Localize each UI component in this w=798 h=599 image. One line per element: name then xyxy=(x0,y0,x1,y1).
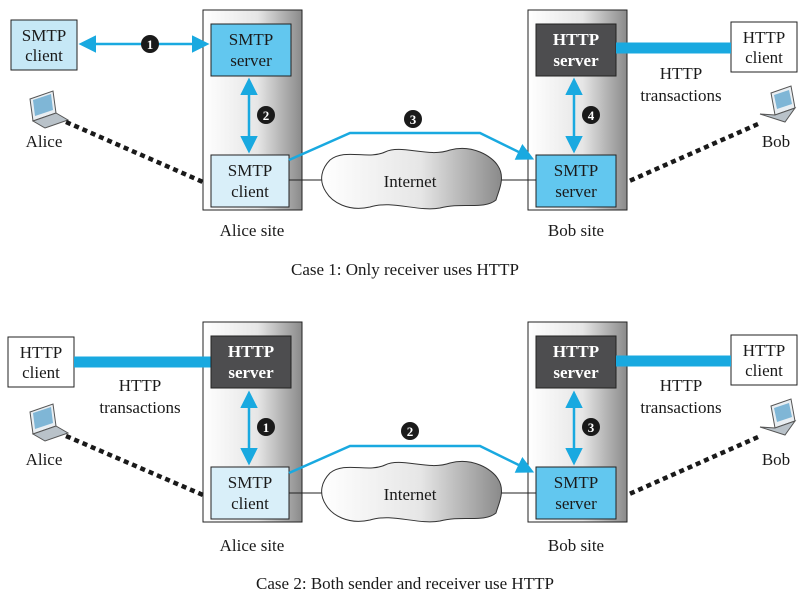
step-badge-2: 2 xyxy=(257,106,275,124)
bob-laptop-icon xyxy=(759,85,797,123)
svg-text:client: client xyxy=(22,363,60,382)
svg-text:client: client xyxy=(745,48,783,67)
svg-text:client: client xyxy=(231,494,269,513)
step-badge-4: 4 xyxy=(582,106,600,124)
alice-http-server-box: HTTP server xyxy=(210,335,292,389)
bob-label: Bob xyxy=(762,132,790,151)
step-badge-1: 1 xyxy=(141,35,159,53)
svg-text:HTTP: HTTP xyxy=(743,341,786,360)
svg-text:2: 2 xyxy=(263,108,270,123)
bob-http-server-box-2: HTTP server xyxy=(535,335,617,389)
internet-label: Internet xyxy=(384,172,437,191)
bob-dotted-link xyxy=(626,121,759,185)
svg-text:server: server xyxy=(555,182,597,201)
alice-site-label-2: Alice site xyxy=(220,536,285,555)
bob-label-2: Bob xyxy=(762,450,790,469)
alice-label: Alice xyxy=(26,132,63,151)
svg-text:1: 1 xyxy=(147,37,154,52)
alice-laptop-icon xyxy=(29,90,70,129)
svg-text:transactions: transactions xyxy=(99,398,180,417)
case2-caption: Case 2: Both sender and receiver use HTT… xyxy=(256,574,554,593)
svg-text:transactions: transactions xyxy=(640,86,721,105)
bob-http-server-box: HTTP server xyxy=(535,23,617,77)
bob-http-client-box-2: HTTP client xyxy=(730,334,798,386)
alice-smtp-server-box: SMTP server xyxy=(210,23,292,77)
step-badge-3-case2: 3 xyxy=(582,418,600,436)
alice-site-smtp-client-box-2: SMTP client xyxy=(210,466,290,520)
alice-laptop-icon-2 xyxy=(29,403,70,442)
svg-text:3: 3 xyxy=(410,112,417,127)
svg-text:client: client xyxy=(231,182,269,201)
bob-site-label-2: Bob site xyxy=(548,536,604,555)
svg-text:server: server xyxy=(555,494,597,513)
internet-cloud-2: Internet xyxy=(321,461,502,523)
svg-text:server: server xyxy=(553,363,599,382)
step-badge-2-case2: 2 xyxy=(401,422,419,440)
alice-dotted-link-2 xyxy=(65,433,204,498)
svg-text:3: 3 xyxy=(588,420,595,435)
svg-text:HTTP: HTTP xyxy=(553,30,599,49)
internet-cloud: Internet xyxy=(321,148,502,210)
svg-text:transactions: transactions xyxy=(640,398,721,417)
alice-dotted-link xyxy=(65,119,204,185)
bob-laptop-icon-2 xyxy=(759,398,797,436)
svg-text:SMTP: SMTP xyxy=(554,161,598,180)
bob-smtp-server-box-2: SMTP server xyxy=(535,466,617,520)
svg-text:4: 4 xyxy=(588,108,595,123)
alice-site-label: Alice site xyxy=(220,221,285,240)
arrow-step3 xyxy=(288,131,535,162)
alice-label-2: Alice xyxy=(26,450,63,469)
svg-text:SMTP: SMTP xyxy=(228,161,272,180)
svg-text:server: server xyxy=(230,51,272,70)
alice-http-client-box: HTTP client xyxy=(7,336,75,388)
svg-text:HTTP: HTTP xyxy=(553,342,599,361)
http-transactions-label: HTTP xyxy=(660,64,703,83)
svg-text:client: client xyxy=(745,361,783,380)
svg-text:HTTP: HTTP xyxy=(20,343,63,362)
step-badge-1-case2: 1 xyxy=(257,418,275,436)
svg-text:SMTP: SMTP xyxy=(228,473,272,492)
svg-text:HTTP: HTTP xyxy=(228,342,274,361)
internet-label-2: Internet xyxy=(384,485,437,504)
step-badge-3: 3 xyxy=(404,110,422,128)
svg-text:server: server xyxy=(553,51,599,70)
svg-text:server: server xyxy=(228,363,274,382)
case1-caption: Case 1: Only receiver uses HTTP xyxy=(291,260,519,279)
bob-http-client-box: HTTP client xyxy=(730,21,798,73)
bob-dotted-link-2 xyxy=(626,434,759,498)
http-transactions-label-alice: HTTP xyxy=(119,376,162,395)
case1-diagram: Internet SMTP client SMTP server SMTP cl… xyxy=(10,9,798,279)
svg-text:client: client xyxy=(25,46,63,65)
svg-text:2: 2 xyxy=(407,424,414,439)
alice-site-smtp-client-box: SMTP client xyxy=(210,154,290,208)
case2-diagram: Internet HTTP client HTTP transactions H… xyxy=(7,321,798,593)
svg-text:SMTP: SMTP xyxy=(554,473,598,492)
svg-text:HTTP: HTTP xyxy=(743,28,786,47)
svg-text:SMTP: SMTP xyxy=(22,26,66,45)
bob-site-label: Bob site xyxy=(548,221,604,240)
http-transactions-label-bob: HTTP xyxy=(660,376,703,395)
arrow-step2-case2 xyxy=(288,444,535,475)
svg-text:1: 1 xyxy=(263,420,270,435)
alice-smtp-client-box: SMTP client xyxy=(10,19,78,71)
svg-text:SMTP: SMTP xyxy=(229,30,273,49)
bob-smtp-server-box: SMTP server xyxy=(535,154,617,208)
